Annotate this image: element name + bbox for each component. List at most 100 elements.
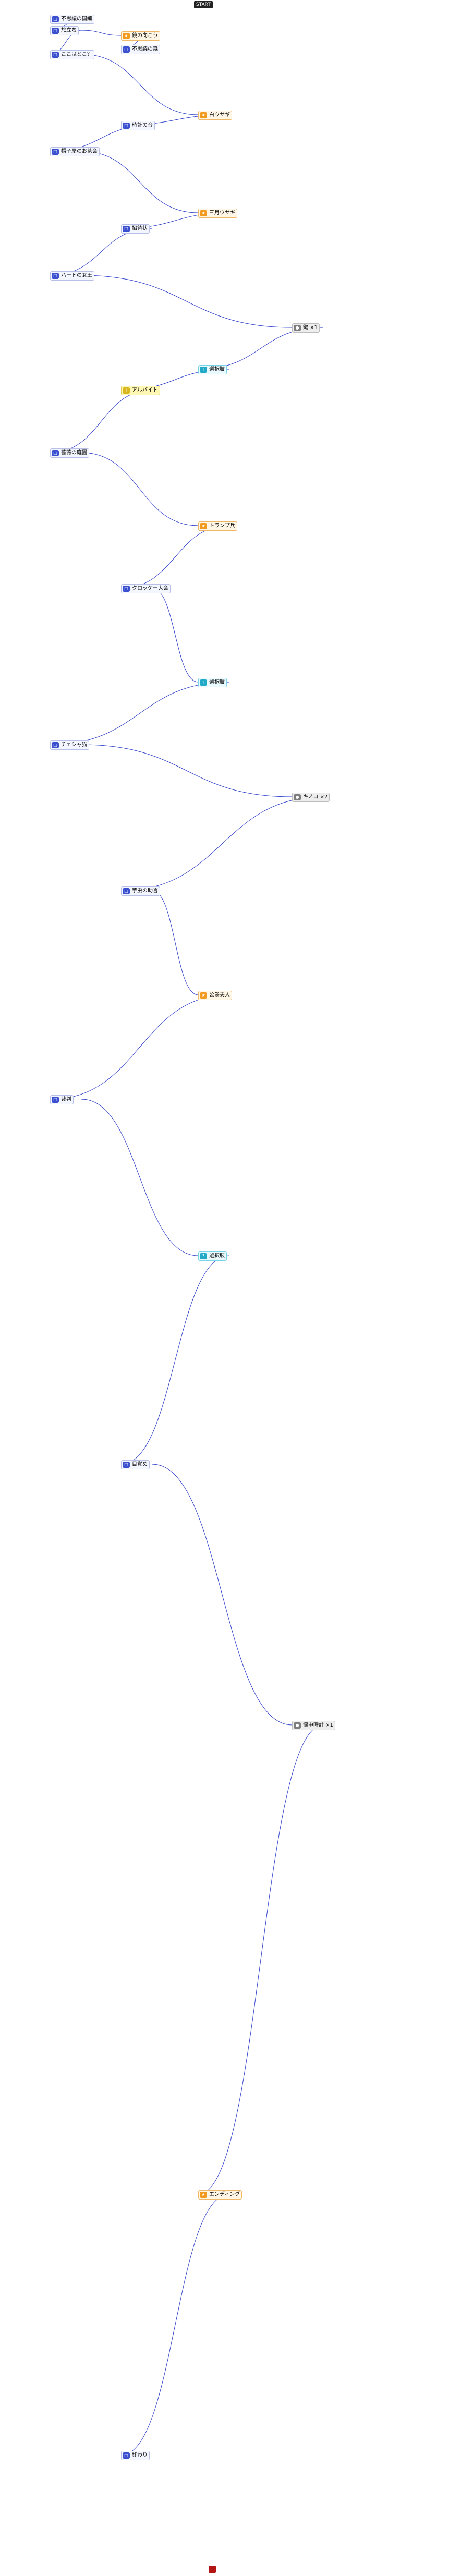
- plain-node[interactable]: □ハートの女王: [50, 271, 94, 281]
- scene-icon: ★: [200, 112, 207, 118]
- node-label: 目覚め: [132, 1462, 148, 1467]
- node-label: チェシャ猫: [61, 742, 87, 748]
- plain-icon: □: [123, 888, 130, 894]
- plain-node[interactable]: □不思議の国編: [50, 15, 94, 24]
- plain-node[interactable]: □薔薇の庭園: [50, 448, 89, 458]
- scene-node[interactable]: ★白ウサギ: [198, 111, 232, 120]
- start-marker: START: [194, 1, 213, 8]
- choice-node[interactable]: ?選択肢: [198, 1251, 227, 1261]
- plain-node[interactable]: □芋虫の助言: [121, 886, 160, 896]
- plain-node[interactable]: □終わり: [121, 2451, 150, 2460]
- connection-line: [81, 151, 199, 213]
- connection-line: [120, 2194, 230, 2456]
- scene-node[interactable]: ★公爵夫人: [198, 991, 232, 1000]
- plain-icon: □: [123, 46, 130, 53]
- node-label: 鍵 ×1: [303, 325, 318, 331]
- connection-line: [81, 30, 122, 36]
- plain-node[interactable]: □ここはどこ？: [50, 50, 94, 59]
- plain-node[interactable]: □時計の音: [121, 121, 155, 130]
- choice-node[interactable]: ?選択肢: [198, 678, 227, 687]
- plain-icon: □: [52, 1097, 59, 1103]
- node-label: 選択肢: [209, 1253, 225, 1259]
- item-node[interactable]: ●鍵 ×1: [292, 323, 320, 333]
- scene-icon: ★: [200, 2192, 207, 2198]
- plain-icon: □: [123, 123, 130, 129]
- connection-line: [152, 890, 199, 995]
- node-label: 鏡の向こう: [132, 33, 158, 39]
- scene-icon: ★: [200, 992, 207, 999]
- node-label: 旅立ち: [61, 28, 77, 33]
- connection-line: [120, 525, 230, 589]
- plain-icon: □: [52, 742, 59, 748]
- node-label: 不思議の森: [132, 46, 158, 52]
- plain-icon: □: [52, 273, 59, 279]
- node-label: 終わり: [132, 2452, 148, 2458]
- item-icon: ●: [294, 1722, 301, 1729]
- node-label: 帽子屋のお茶会: [61, 149, 98, 154]
- node-label: ここはどこ？: [61, 52, 92, 57]
- node-label: 選択肢: [209, 367, 225, 372]
- item-node[interactable]: ●懐中時計 ×1: [292, 1721, 335, 1730]
- node-label: 白ウサギ: [209, 112, 230, 118]
- plain-node[interactable]: □裁判: [50, 1095, 74, 1104]
- choice-icon: ?: [200, 1253, 207, 1259]
- node-label: クロッケー大会: [132, 586, 168, 591]
- node-label: キノコ ×2: [303, 794, 328, 800]
- choice-icon: ?: [200, 679, 207, 686]
- plain-icon: □: [52, 450, 59, 456]
- scene-node[interactable]: ★エンディング: [198, 2190, 242, 2200]
- plain-node[interactable]: □目覚め: [121, 1460, 150, 1469]
- connection-line: [81, 1099, 199, 1256]
- node-label: 時計の音: [132, 123, 153, 128]
- node-label: 裁判: [61, 1097, 71, 1102]
- item-icon: ●: [294, 325, 301, 331]
- connection-line: [120, 796, 324, 891]
- item-node[interactable]: ●キノコ ×2: [292, 793, 330, 802]
- connection-line: [81, 54, 199, 115]
- choice-node[interactable]: ?選択肢: [198, 365, 227, 374]
- node-label: 三月ウサギ: [209, 210, 235, 216]
- node-label: 招待状: [132, 226, 148, 232]
- connection-line: [120, 1255, 230, 1465]
- node-label: 懐中時計 ×1: [303, 1722, 333, 1728]
- yellow-node[interactable]: !アルバイト: [121, 386, 160, 395]
- plain-icon: □: [123, 1462, 130, 1468]
- plain-icon: □: [52, 28, 59, 34]
- plain-icon: □: [123, 226, 130, 232]
- node-label: 不思議の国編: [61, 16, 92, 22]
- connection-line: [152, 588, 199, 683]
- node-label: 公爵夫人: [209, 992, 230, 998]
- item-icon: ●: [294, 794, 301, 800]
- node-label: 薔薇の庭園: [61, 450, 87, 456]
- plain-icon: □: [52, 16, 59, 22]
- plain-node[interactable]: □クロッケー大会: [121, 584, 171, 593]
- scene-node[interactable]: ★トランプ兵: [198, 521, 237, 531]
- node-label: エンディング: [209, 2192, 240, 2197]
- connection-line: [50, 228, 153, 276]
- yellow-icon: !: [123, 387, 130, 394]
- connection-line: [81, 275, 293, 328]
- node-label: 選択肢: [209, 679, 225, 685]
- connection-line: [198, 1724, 324, 2195]
- node-label: アルバイト: [132, 387, 158, 393]
- scene-node[interactable]: ★鏡の向こう: [121, 31, 160, 41]
- scene-icon: ★: [200, 523, 207, 529]
- plain-icon: □: [123, 2452, 130, 2459]
- plain-node[interactable]: □チェシャ猫: [50, 740, 89, 750]
- plain-node[interactable]: □招待状: [121, 224, 150, 234]
- node-label: トランプ兵: [209, 523, 235, 529]
- end-marker: [209, 2566, 216, 2573]
- connection-line: [50, 994, 230, 1100]
- choice-icon: ?: [200, 367, 207, 373]
- plain-node[interactable]: □旅立ち: [50, 26, 79, 35]
- plain-icon: □: [52, 149, 59, 155]
- plain-node[interactable]: □帽子屋のお茶会: [50, 147, 100, 156]
- connection-line: [81, 452, 199, 526]
- scene-node[interactable]: ★三月ウサギ: [198, 209, 237, 218]
- plain-icon: □: [123, 586, 130, 592]
- node-label: ハートの女王: [61, 273, 92, 278]
- plain-node[interactable]: □不思議の森: [121, 45, 160, 54]
- scene-icon: ★: [123, 33, 130, 39]
